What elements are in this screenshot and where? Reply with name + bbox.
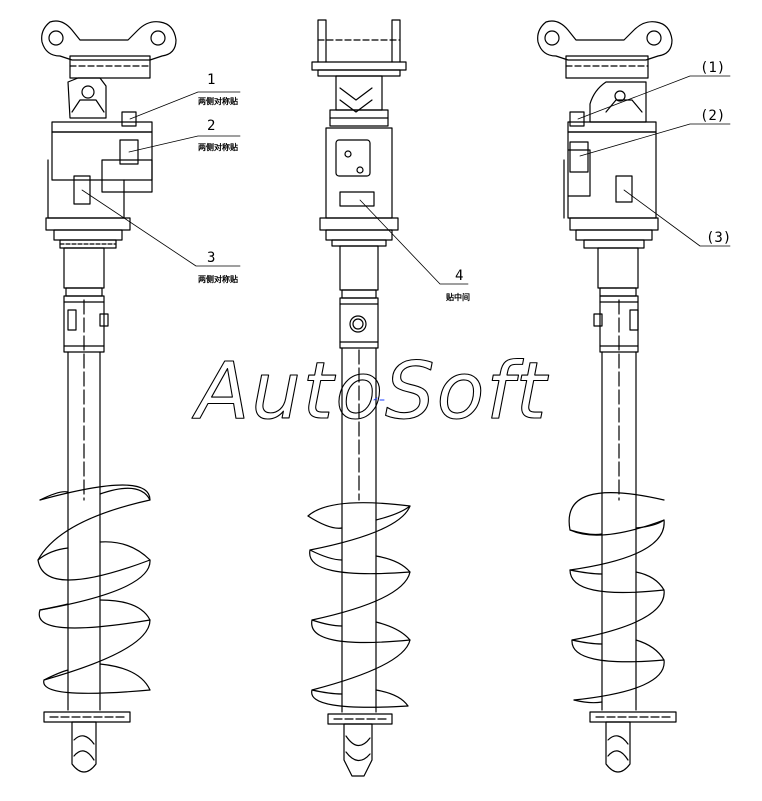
callout-r3-number: (3): [706, 230, 731, 246]
bracket-plate: [69, 55, 151, 79]
cutting-head: [43, 711, 131, 723]
center-marker: [373, 397, 385, 401]
pilot-bit: [71, 721, 97, 773]
leader-4: [359, 199, 469, 285]
auger-flight: [307, 502, 411, 708]
label-r2: [569, 141, 589, 173]
callout-3-note: 两侧对称贴: [198, 274, 238, 284]
cutting-head: [327, 713, 393, 725]
label-4: [339, 191, 375, 207]
pilot-bit: [605, 721, 631, 773]
callout-r1-number: (1): [700, 60, 725, 76]
watermark-text: AutoSoft: [191, 347, 549, 437]
auger-side-view-right: [537, 20, 731, 773]
hinge: [589, 81, 647, 123]
hinge: [67, 77, 107, 119]
leader-1: [129, 91, 241, 120]
drive-shaft: [63, 247, 105, 289]
callout-4-note: 贴中间: [446, 292, 470, 302]
motor-housing: [567, 131, 657, 219]
callout-2-note: 两侧对称贴: [198, 142, 238, 152]
mount-frame: [317, 19, 401, 63]
leader-2: [128, 135, 241, 153]
auger-flight: [568, 492, 665, 701]
callout-r2-number: (2): [700, 108, 725, 124]
callout-1-note: 两侧对称贴: [198, 96, 238, 106]
label-r1: [569, 111, 585, 127]
drive-shaft: [339, 245, 379, 291]
leader-r2: [579, 123, 731, 157]
drive-shaft: [597, 247, 639, 289]
callout-1-number: 1: [207, 72, 215, 88]
mount-hole-left: [48, 30, 64, 46]
leader-r1: [577, 75, 731, 120]
leader-3: [81, 189, 241, 267]
callout-3-number: 3: [207, 250, 215, 266]
label-1: [121, 111, 137, 127]
label-3: [73, 175, 91, 205]
mount-hole-right: [150, 30, 166, 46]
label-r3: [615, 175, 633, 203]
motor-top: [51, 121, 153, 133]
auger-flight: [37, 484, 151, 694]
label-2: [119, 139, 139, 165]
pilot-bit: [343, 723, 373, 777]
flange: [45, 217, 131, 231]
coupling: [339, 297, 379, 349]
cutting-head: [589, 711, 677, 723]
callout-2-number: 2: [207, 118, 215, 134]
mount-bracket: [537, 20, 673, 61]
auger-front-view-center: [307, 19, 469, 777]
flange: [319, 217, 399, 231]
hinge-block: [335, 75, 383, 111]
coupling: [63, 295, 105, 353]
mount-bracket: [41, 20, 177, 61]
callout-labels: 1 两侧对称贴 2 两侧对称贴 3 两侧对称贴 4 贴中间 (1) (2) (3…: [198, 60, 731, 302]
callout-4-number: 4: [455, 268, 463, 284]
leader-r3: [623, 189, 731, 247]
auger-side-view-left: [37, 20, 241, 773]
